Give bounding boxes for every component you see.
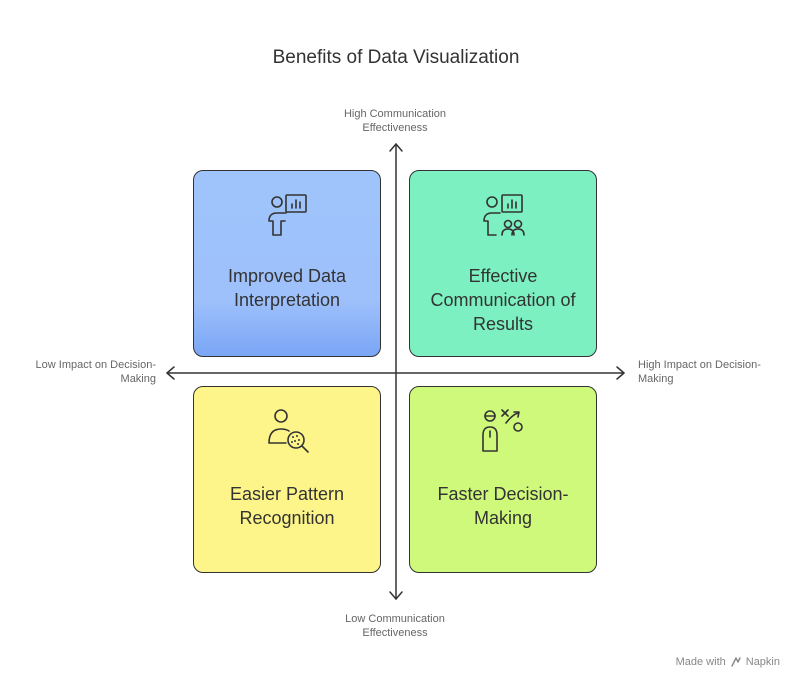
axis-label-top: High Communication Effectiveness: [343, 108, 447, 134]
arrow-right-icon: [616, 366, 625, 380]
quadrant-label: Easier Pattern Recognition: [229, 484, 345, 528]
watermark-text: Made with: [675, 656, 726, 668]
quadrant-easier-pattern-recognition: Easier Pattern Recognition: [193, 386, 381, 573]
axis-label-right: High Impact on Decision-Making: [638, 359, 761, 385]
arrow-down-icon: [389, 591, 403, 600]
axis-label-bottom: Low Communication Effectiveness: [345, 613, 445, 639]
strategy-play-icon: [482, 409, 523, 452]
quadrant-label: Effective Communication of Results: [430, 266, 576, 334]
quadrant-label: Improved Data Interpretation: [227, 266, 347, 310]
axis-label-left: Low Impact on Decision-Making: [35, 359, 156, 385]
arrow-up-icon: [389, 143, 403, 152]
arrow-left-icon: [166, 366, 175, 380]
quadrant-label: Faster Decision-Making: [437, 484, 569, 528]
watermark-brand: Napkin: [745, 656, 780, 668]
presenter-chart-icon: [268, 194, 307, 236]
person-magnifier-icon: [268, 409, 309, 453]
quadrant-effective-communication: Effective Communication of Results: [409, 170, 597, 357]
diagram-title: Benefits of Data Visualization: [272, 47, 520, 68]
napkin-watermark[interactable]: Made with Napkin: [676, 656, 780, 668]
presentation-audience-icon: [483, 194, 525, 236]
quadrant-improved-data-interpretation: Improved Data Interpretation: [193, 170, 381, 357]
quadrant-faster-decision-making: Faster Decision-Making: [409, 386, 597, 573]
napkin-logo-icon: [731, 657, 741, 667]
